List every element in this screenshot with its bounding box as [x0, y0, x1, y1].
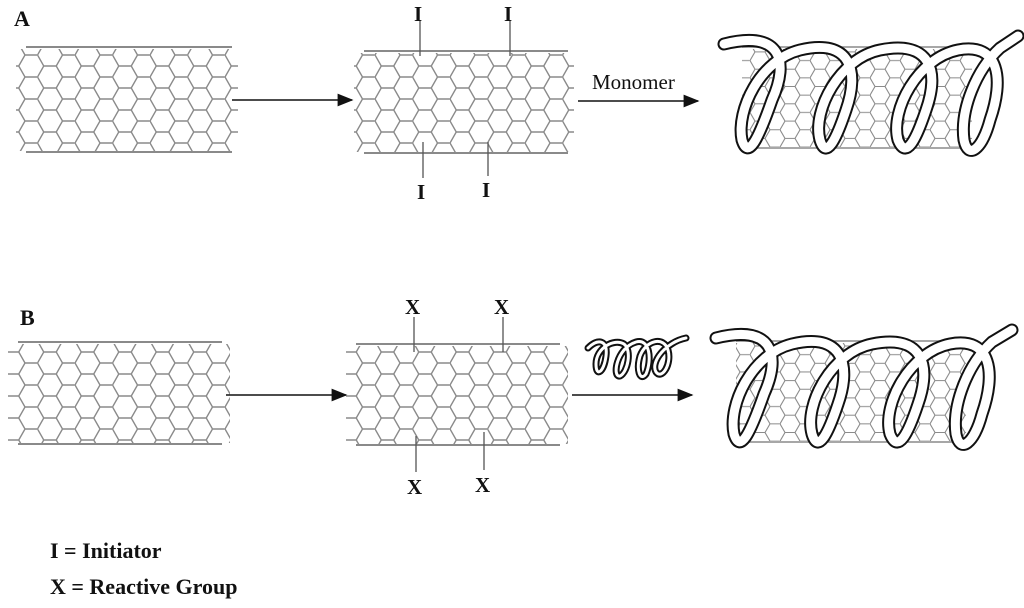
- panel-label-a: A: [14, 6, 30, 31]
- initiator-label-bottom-1: I: [417, 180, 425, 204]
- monomer-label: Monomer: [592, 70, 675, 94]
- nanotube-b2: [346, 343, 568, 446]
- legend-reactive-group: X = Reactive Group: [50, 574, 238, 599]
- wrapped-nanotube-b: [709, 323, 1019, 451]
- reactive-label-bottom-2: X: [475, 473, 490, 497]
- legend-initiator: I = Initiator: [50, 538, 162, 563]
- panel-label-b: B: [20, 305, 35, 330]
- initiator-label-top-2: I: [504, 2, 512, 26]
- initiator-label-top-1: I: [414, 2, 422, 26]
- nanotube-a2: [354, 50, 574, 154]
- initiator-label-bottom-2: I: [482, 178, 490, 202]
- reactive-label-bottom-1: X: [407, 475, 422, 499]
- reactive-label-top-1: X: [405, 295, 420, 319]
- nanotube-a1: [16, 46, 238, 153]
- polymer-coil-icon: [584, 334, 690, 381]
- wrapped-nanotube-a: [717, 29, 1024, 157]
- reactive-label-top-2: X: [494, 295, 509, 319]
- nanotube-b1: [8, 341, 230, 445]
